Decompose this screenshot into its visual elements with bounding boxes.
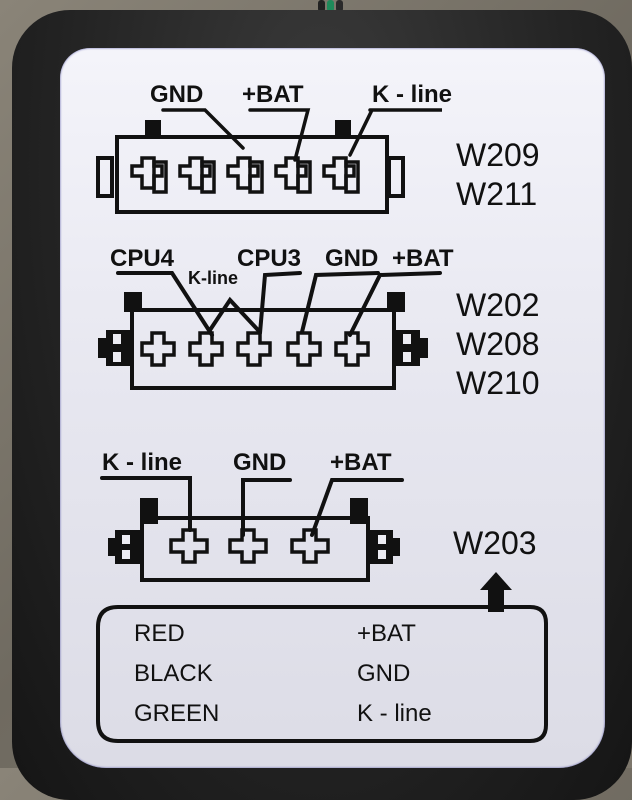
c1-model-1: W211	[456, 176, 537, 212]
c2-model-1: W208	[456, 326, 540, 362]
wire-legend: RED +BAT BLACK GND GREEN K - line	[96, 572, 548, 743]
c2-label-kline: K-line	[188, 268, 238, 288]
legend-signal-kline: K - line	[357, 700, 432, 727]
connector-3: K - line GND +BAT W203	[100, 449, 537, 582]
black-wire	[318, 0, 325, 12]
pinout-diagram: GND +BAT K - line W209 W211	[96, 81, 548, 743]
cable-wires	[318, 0, 348, 12]
dark-wire	[336, 0, 343, 12]
c2-label-gnd: GND	[325, 245, 378, 272]
pinout-label	[60, 48, 605, 768]
connector-1: GND +BAT K - line W209 W211	[96, 81, 540, 214]
c3-label-bat: +BAT	[330, 449, 392, 476]
legend-color-red: RED	[134, 620, 185, 647]
legend-color-green: GREEN	[134, 700, 219, 727]
c2-label-cpu4: CPU4	[110, 245, 175, 272]
c3-label-kline: K - line	[102, 449, 182, 476]
c1-label-kline: K - line	[372, 81, 452, 108]
legend-color-black: BLACK	[134, 660, 213, 687]
c2-model-0: W202	[456, 287, 540, 323]
legend-signal-gnd: GND	[357, 660, 410, 687]
c3-model-0: W203	[453, 525, 537, 561]
green-wire	[327, 0, 334, 12]
connector-2: CPU4 K-line CPU3 GND +BAT	[98, 245, 540, 401]
c1-model-0: W209	[456, 137, 540, 173]
c2-model-2: W210	[456, 365, 540, 401]
c2-label-bat: +BAT	[392, 245, 454, 272]
c1-label-gnd: GND	[150, 81, 203, 108]
c2-label-cpu3: CPU3	[237, 245, 301, 272]
c3-label-gnd: GND	[233, 449, 286, 476]
c1-label-bat: +BAT	[242, 81, 304, 108]
legend-signal-bat: +BAT	[357, 620, 416, 647]
